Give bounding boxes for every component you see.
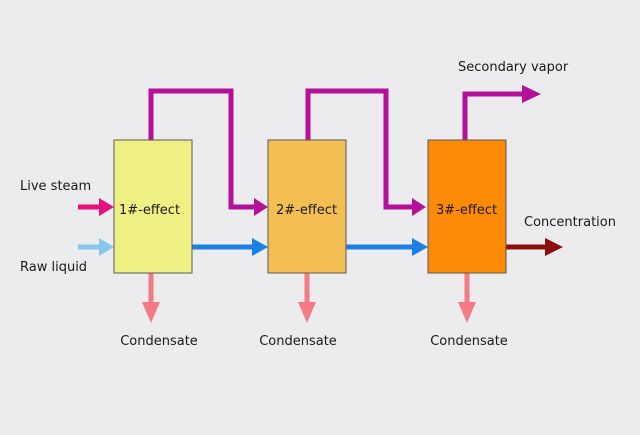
- concentration-label: Concentration: [524, 215, 616, 230]
- effect-1-label: 1#-effect: [119, 203, 180, 218]
- effect-2-box: [267, 139, 347, 274]
- liquid-arrowhead-2: [412, 238, 428, 256]
- effect-3-label: 3#-effect: [436, 203, 497, 218]
- vapor-arrowhead-1: [254, 198, 268, 216]
- concentration-arrowhead: [545, 238, 563, 256]
- vapor-line-2-to-3: [305, 88, 413, 210]
- condensate-arrowhead-2: [298, 302, 316, 323]
- effect-3-box: [427, 139, 507, 274]
- secondary-vapor-line: [462, 91, 524, 140]
- condensate-label-2: Condensate: [259, 334, 337, 349]
- vapor-arrowhead-2: [412, 198, 426, 216]
- condensate-arrowhead-3: [458, 302, 476, 323]
- effect-1-box: [113, 139, 193, 274]
- raw-liquid-arrowhead: [99, 238, 114, 256]
- effect-2-label: 2#-effect: [276, 203, 337, 218]
- secondary-vapor-label: Secondary vapor: [458, 60, 569, 75]
- condensate-arrowhead-1: [142, 302, 160, 323]
- raw-liquid-label: Raw liquid: [20, 260, 87, 275]
- vapor-line-1-to-2: [148, 88, 255, 210]
- condensate-label-3: Condensate: [430, 334, 508, 349]
- condensate-label-1: Condensate: [120, 334, 198, 349]
- liquid-arrowhead-1: [252, 238, 268, 256]
- live-steam-label: Live steam: [20, 179, 91, 194]
- live-steam-arrowhead: [99, 198, 114, 216]
- secondary-vapor-arrowhead: [522, 85, 541, 103]
